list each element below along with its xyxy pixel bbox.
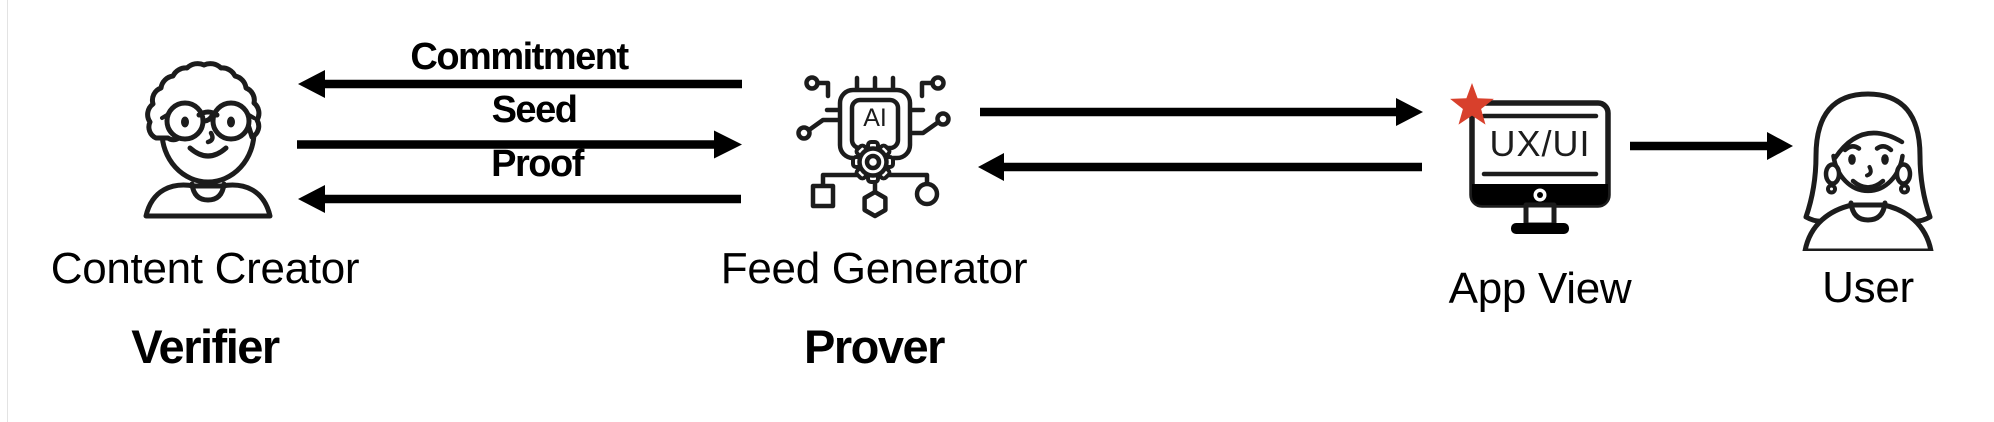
role-label-verifier: Verifier bbox=[131, 320, 280, 373]
edge-label-commitment: Commitment bbox=[410, 36, 629, 78]
arrow-appview-to-feedgen bbox=[978, 153, 1422, 181]
edge-label-proof: Proof bbox=[491, 143, 584, 185]
ai-chip-icon: AI bbox=[796, 75, 951, 219]
window-edge-line bbox=[7, 0, 8, 422]
earring-right bbox=[1899, 183, 1910, 195]
arrow-proof bbox=[298, 185, 741, 213]
arrow-seed bbox=[297, 130, 742, 159]
edge-label-seed: Seed bbox=[491, 89, 578, 131]
node-label-content-creator: Content Creator bbox=[50, 244, 360, 293]
gear-icon bbox=[851, 140, 895, 184]
node-label-feed-generator: Feed Generator bbox=[720, 244, 1028, 293]
node-label-app-view: App View bbox=[1448, 264, 1632, 313]
person-bob-hair-icon bbox=[1802, 91, 1934, 251]
screen-ux-ui-text: UX/UI bbox=[1489, 123, 1590, 164]
monitor-ux-ui-icon: UX/UI bbox=[1450, 83, 1611, 234]
arrow-appview-to-user bbox=[1630, 132, 1793, 160]
arrow-feedgen-to-appview bbox=[980, 98, 1423, 126]
earring-left bbox=[1826, 183, 1837, 195]
person-curly-hair-glasses-icon bbox=[143, 61, 273, 219]
chip-ai-text: AI bbox=[863, 104, 887, 132]
red-star-icon bbox=[1450, 83, 1494, 125]
circuit-traces bbox=[796, 75, 951, 141]
role-label-prover: Prover bbox=[804, 320, 945, 373]
monitor-stand-base bbox=[1511, 223, 1569, 234]
arrow-commitment bbox=[298, 70, 742, 98]
node-label-user: User bbox=[1822, 263, 1914, 312]
